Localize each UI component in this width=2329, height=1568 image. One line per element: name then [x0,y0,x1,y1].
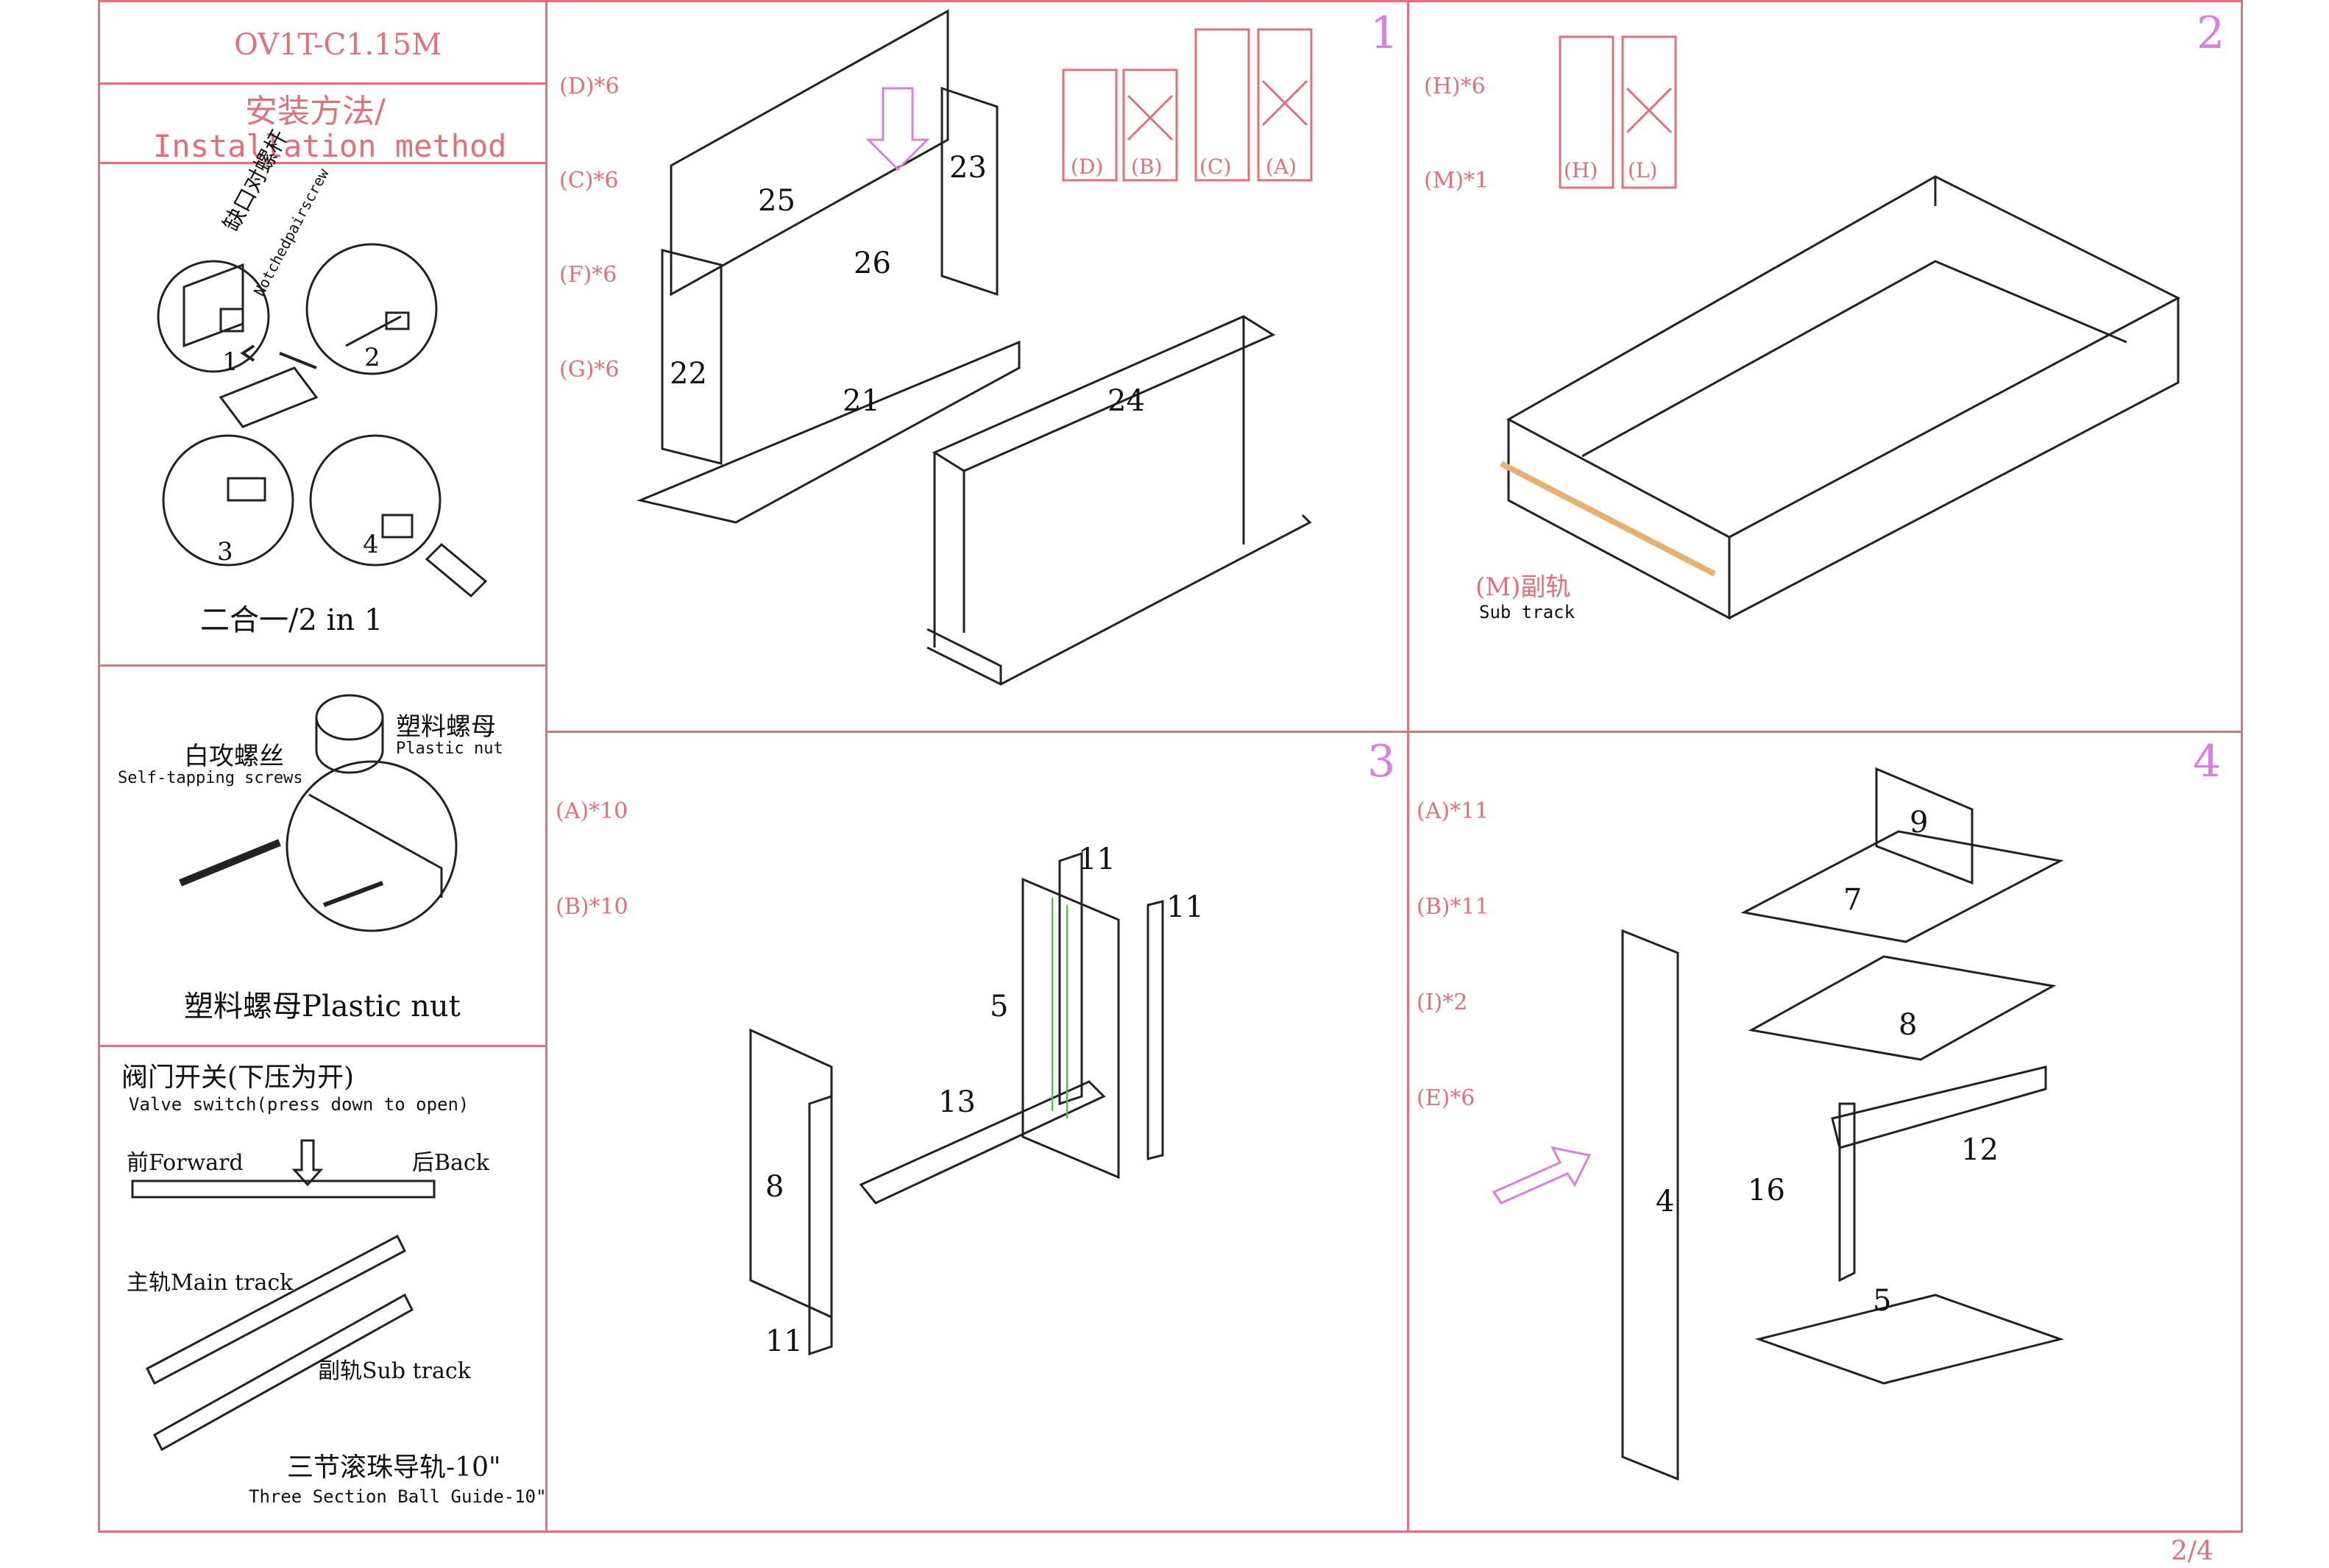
guide-label-zh: 三节滚珠导轨-10" [287,1452,501,1483]
valve-title-en: Valve switch(press down to open) [129,1094,469,1115]
step-4-part-b: (B)*11 [1417,894,1489,920]
divider-center [1407,0,1409,1533]
forward-label: 前Forward [127,1150,244,1176]
step-4-panel-16: 16 [1748,1174,1785,1207]
step-1-part-d: (D)*6 [559,74,620,99]
step-2-mark: 2 [364,343,380,372]
step-4-panel-7: 7 [1843,883,1862,917]
step-3-mark: 3 [217,537,233,567]
step-1-part-c: (C)*6 [559,168,619,194]
step-1-allowed-d: (D) [1071,155,1104,179]
screw-label-zh: 白攻螺丝 [184,742,284,771]
sheet-frame [98,0,2243,1533]
step-1-allowed-a: (A) [1266,155,1297,179]
divider-nut [98,1045,545,1047]
step-4-mark: 4 [363,530,379,559]
step-2-part-m: (M)*1 [1424,168,1489,194]
step-1-number: 1 [1370,7,1399,59]
guide-label-en: Three Section Ball Guide-10" [249,1486,547,1507]
model-code: OV1T-C1.15M [234,28,442,62]
sub-track-label: 副轨Sub track [318,1358,471,1384]
step-3-panel-11-top: 11 [1078,842,1116,876]
step-3-panel-5: 5 [990,990,1009,1024]
method-title-zh: 安装方法/ [245,93,386,130]
step-4-part-a: (A)*11 [1417,798,1489,824]
step-4-panel-5: 5 [1873,1284,1892,1318]
step-1-allowed-c: (C) [1199,155,1232,179]
divider-middle [545,731,2243,733]
nut-label-zh: 塑料螺母 [396,712,496,742]
step-1-allowed-b: (B) [1131,155,1163,179]
two-in-one-caption: 二合一/2 in 1 [200,603,383,637]
step-4-panel-9: 9 [1910,806,1929,840]
step-3-panel-8: 8 [765,1170,784,1204]
step-3-panel-11-bottom: 11 [765,1324,803,1358]
step-4-panel-8: 8 [1899,1008,1918,1042]
panel-26: 26 [854,246,891,280]
sub-track-zh: (M)副轨 [1475,572,1571,602]
step-4-panel-12: 12 [1961,1133,1999,1167]
nut-label-en: Plastic nut [396,739,503,758]
step-3-part-b: (B)*10 [556,894,628,920]
sub-track-en: Sub track [1479,602,1575,622]
panel-22: 22 [670,357,707,391]
step-4-number: 4 [2193,736,2222,787]
step-4-part-e: (E)*6 [1417,1085,1475,1111]
step-4-panel-4: 4 [1656,1185,1675,1218]
method-title-en: Installation method [153,128,507,164]
back-label: 后Back [412,1150,489,1176]
step-1-part-f: (F)*6 [559,262,617,288]
valve-title-zh: 阀门开关(下压为开) [121,1063,355,1093]
step-2-number: 2 [2197,7,2225,59]
step-3-panel-13: 13 [938,1085,976,1119]
step-4-part-i: (I)*2 [1417,990,1468,1015]
main-track-label: 主轨Main track [127,1270,294,1296]
step-2-allowed-h: (H) [1564,158,1598,182]
plastic-nut-caption: 塑料螺母Plastic nut [184,990,461,1024]
screw-label-en: Self-tapping screws [118,769,303,787]
step-2-allowed-l: (L) [1628,158,1658,182]
divider-2in1 [98,664,545,667]
step-3-part-a: (A)*10 [556,798,628,824]
step-1-mark: 1 [222,347,238,377]
panel-25: 25 [758,184,795,218]
step-3-panel-11-right: 11 [1166,890,1204,924]
page-number: 2/4 [2171,1536,2213,1567]
panel-23: 23 [949,151,987,185]
step-2-part-h: (H)*6 [1424,74,1486,99]
step-1-part-g: (G)*6 [559,357,620,383]
panel-24: 24 [1107,384,1145,418]
step-3-number: 3 [1367,736,1396,787]
divider-left [545,0,547,1533]
panel-21: 21 [843,384,880,418]
divider-method [98,162,545,164]
divider-title [98,82,545,85]
